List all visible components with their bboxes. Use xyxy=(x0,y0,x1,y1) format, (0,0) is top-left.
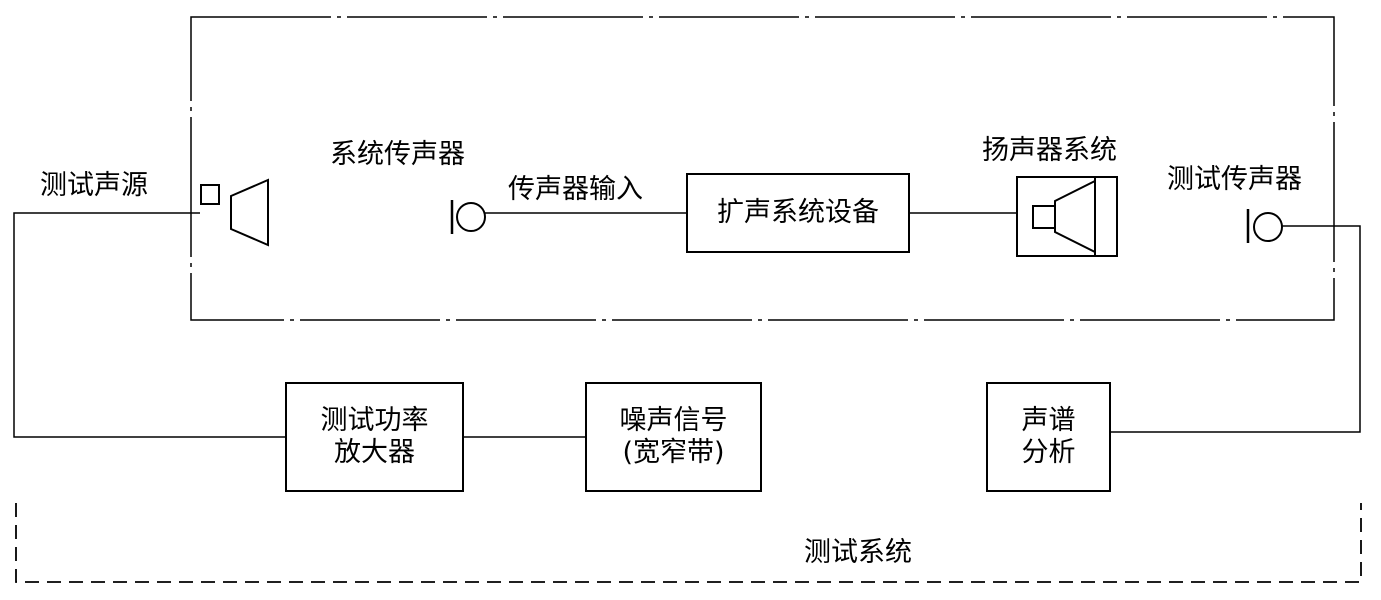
test-system-label: 测试系统 xyxy=(804,537,912,568)
spectrum-analysis-line1: 声谱 xyxy=(1021,405,1076,436)
system-microphone-capsule xyxy=(456,202,486,232)
noise-signal-line1: 噪声信号 xyxy=(619,405,728,436)
speaker-system-magnet xyxy=(1032,205,1056,229)
test-microphone-capsule xyxy=(1253,212,1283,242)
test-microphone-label: 测试传声器 xyxy=(1167,164,1302,195)
power-amplifier-line2: 放大器 xyxy=(334,437,415,468)
test-source-speaker-cone xyxy=(230,178,269,247)
noise-signal-text: 噪声信号 (宽窄带) xyxy=(586,405,761,469)
microphone-input-label: 传声器输入 xyxy=(508,174,643,205)
speaker-system-label: 扬声器系统 xyxy=(982,135,1117,166)
speaker-system-cone xyxy=(1054,179,1096,254)
noise-signal-line2: (宽窄带) xyxy=(622,437,725,468)
spectrum-analysis-text: 声谱 分析 xyxy=(987,405,1110,469)
test-source-speaker-magnet xyxy=(200,184,220,205)
wire-source-to-amp xyxy=(13,212,286,438)
power-amplifier-line1: 测试功率 xyxy=(320,405,429,436)
pa-equipment-text: 扩声系统设备 xyxy=(717,197,879,228)
system-microphone-label: 系统传声器 xyxy=(330,139,465,170)
spectrum-analysis-box xyxy=(986,382,1111,492)
wire-testmic-to-spectrum xyxy=(1110,225,1361,433)
system-boundary xyxy=(190,16,1335,321)
spectrum-analysis-line2: 分析 xyxy=(1021,437,1076,468)
test-source-label: 测试声源 xyxy=(40,170,148,201)
noise-signal-box xyxy=(585,382,762,492)
power-amplifier-text: 测试功率 放大器 xyxy=(286,405,463,469)
test-system-boundary xyxy=(15,503,1362,583)
speaker-cabinet xyxy=(1016,176,1118,257)
